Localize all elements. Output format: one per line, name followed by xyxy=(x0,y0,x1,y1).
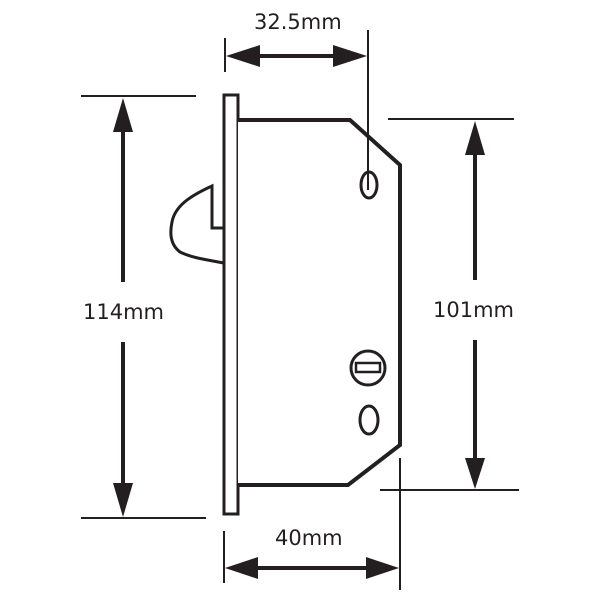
case-depth-label: 40mm xyxy=(275,526,343,550)
case-depth-dimension xyxy=(223,458,401,590)
faceplate xyxy=(222,93,240,516)
lower-fixing-slot xyxy=(358,404,380,436)
lock-body xyxy=(238,118,402,487)
faceplate-height-label: 114mm xyxy=(83,300,164,324)
hook-bolt xyxy=(169,183,225,265)
backset-dimension xyxy=(224,30,369,190)
case-height-label: 101mm xyxy=(433,298,514,322)
faceplate-height-dimension xyxy=(81,95,206,519)
backset-label: 32.5mm xyxy=(254,10,342,34)
case-height-dimension xyxy=(380,118,519,491)
key-cylinder-hole xyxy=(349,349,387,387)
